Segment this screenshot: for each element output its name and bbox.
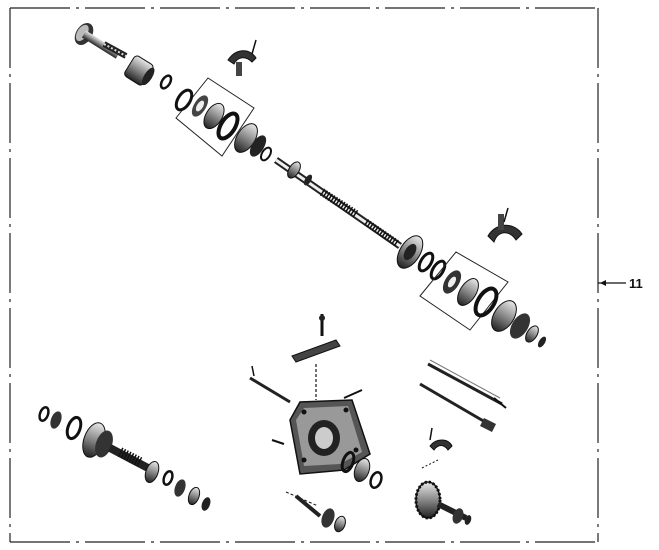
shift-fork-2 xyxy=(487,207,523,243)
input-shaft xyxy=(102,41,128,59)
shift-rod-center xyxy=(249,365,291,404)
gear-3rd xyxy=(234,123,273,162)
gear-2nd xyxy=(396,235,447,281)
clutch-gear xyxy=(124,55,155,86)
callout-label-11: 11 xyxy=(629,276,643,291)
main-shaft xyxy=(274,157,402,249)
synchronizer-group-2 xyxy=(419,251,509,331)
gear-1st xyxy=(491,300,547,348)
synchronizer-group-1 xyxy=(174,77,255,157)
main-shaft-assembly xyxy=(74,22,547,348)
reverse-idler xyxy=(285,491,346,533)
callout-11: 11 xyxy=(598,276,643,291)
shift-rods xyxy=(419,359,507,432)
input-gear xyxy=(74,22,121,59)
snap-ring xyxy=(159,74,173,90)
countershaft-assembly xyxy=(38,406,211,511)
shift-fork-1 xyxy=(227,39,257,76)
intermediate-plate-assembly xyxy=(249,314,383,533)
shift-arm xyxy=(291,314,341,363)
assembly-frame xyxy=(9,7,599,543)
reverse-gear-assembly xyxy=(414,427,472,525)
